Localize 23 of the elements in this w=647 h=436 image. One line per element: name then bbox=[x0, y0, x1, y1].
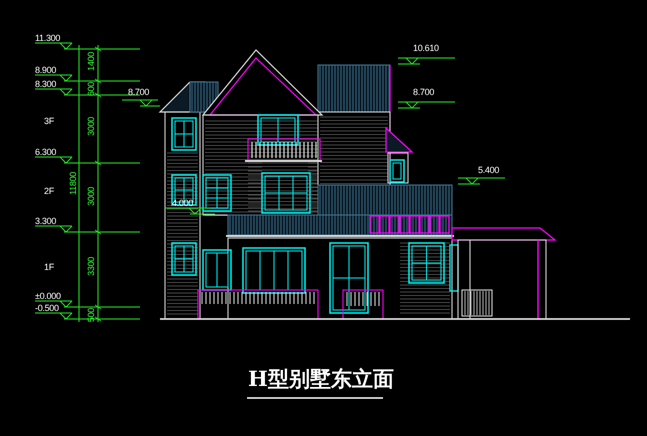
dimension-text: 3000 bbox=[86, 187, 96, 206]
level-label: 3.300 bbox=[35, 216, 56, 226]
level-label: 8.700 bbox=[413, 87, 434, 97]
level-label: 4.000 bbox=[172, 198, 194, 208]
level-label: 11.300 bbox=[35, 33, 60, 43]
dimension-text: 600 bbox=[86, 82, 96, 96]
level-label: 6.300 bbox=[35, 147, 56, 157]
floor-label: 3F bbox=[44, 116, 54, 126]
level-label: -0.500 bbox=[35, 303, 59, 313]
level-label: 5.400 bbox=[478, 165, 500, 175]
level-label: 8.300 bbox=[35, 79, 56, 89]
dimension-text: 3000 bbox=[86, 117, 96, 136]
level-label: 8.700 bbox=[128, 87, 150, 97]
dimension-text: 3300 bbox=[86, 257, 96, 276]
level-label: 8.900 bbox=[35, 65, 56, 75]
level-label: ±0.000 bbox=[35, 291, 61, 301]
floor-label: 1F bbox=[44, 262, 54, 272]
drawing-title: H型别墅东立面 bbox=[248, 367, 394, 391]
level-label: 10.610 bbox=[413, 43, 439, 53]
dimension-text: 500 bbox=[86, 308, 96, 322]
dimension-text: 1400 bbox=[86, 52, 96, 71]
floor-label: 2F bbox=[44, 186, 54, 196]
dimension-text: 11800 bbox=[68, 172, 78, 195]
